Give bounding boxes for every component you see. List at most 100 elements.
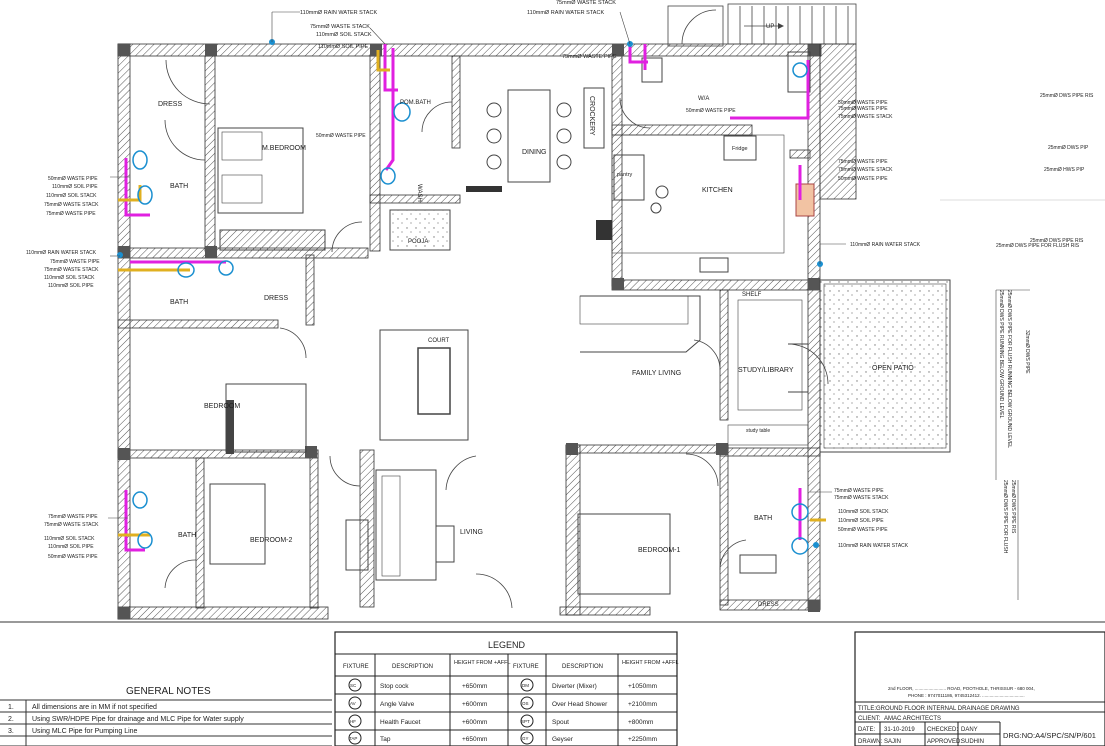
room-fridge: Fridge (732, 146, 748, 152)
legend-symbol: AV (350, 701, 356, 706)
date-value: 31-10-2019 (884, 727, 915, 733)
room-shelf: SHELF (742, 292, 762, 298)
room-labels: DRESS M.BEDROOM BATH POM.BATH WASH POOJA… (158, 96, 914, 608)
pipe-label: 75mmØ WASTE STACK (44, 202, 99, 208)
top-label-rain-stack-1: 110mmØ RAIN WATER STACK (300, 10, 377, 16)
dws-vertical-label: 25mmØ DWS PIPE FOR FLUSH RUNNING BELOW G… (1006, 290, 1012, 448)
room-pom-bath: POM.BATH (400, 100, 431, 106)
room-bath-3: BATH (178, 532, 196, 539)
pipe-label: 50mmØ WASTE PIPE (838, 527, 888, 533)
pipe-label: 110mmØ SOIL PIPE (48, 544, 94, 550)
legend-table: LEGEND FIXTURE DESCRIPTION HEIGHT FROM +… (334, 631, 679, 746)
legend-desc: Angle Valve (380, 701, 415, 708)
pipe-label: 75mmØ WASTE STACK (838, 167, 893, 173)
dws-label: 25mmØ DWS PIPE RIS (1030, 238, 1084, 244)
dws-vertical-label: 25mmØ DWS PIPE RUNNING BELOW GROUND LEVE… (998, 290, 1004, 419)
open-patio (819, 279, 951, 453)
pipe-labels-right: 50mmØ WASTE PIPE 75mmØ WASTE PIPE 75mmØ … (834, 100, 921, 549)
legend-desc: Stop cock (380, 683, 409, 690)
top-label-waste-pipe-1: 75mmØ WASTE PIPE (562, 54, 617, 60)
legend-height: +1050mm (628, 683, 657, 690)
dws-vertical-label: 25mmØ DWS PIPE RIS (1010, 480, 1016, 534)
client-label: CLIENT: (858, 716, 881, 722)
general-notes: GENERAL NOTES 1. All dimensions are in M… (0, 686, 332, 746)
pipe-label: 50mmØ WASTE PIPE (48, 176, 98, 182)
top-label-soil-pipe-1: 110mmØ SOIL PIPE (318, 44, 368, 50)
pipe-label: 75mmØ WASTE PIPE (46, 211, 96, 217)
legend-header: HEIGHT FROM +AFFL (622, 660, 679, 666)
legend-symbol: SPT (521, 719, 530, 724)
dws-label: 25mmØ HWS PIP (1044, 167, 1085, 173)
room-study-table: study table (746, 428, 770, 434)
pipe-label: 110mmØ SOIL STACK (838, 509, 889, 515)
pipe-label: 110mmØ RAIN WATER STACK (838, 543, 909, 549)
note-text: Using MLC Pipe for Pumping Line (32, 728, 138, 735)
legend-height: +650mm (462, 736, 487, 743)
legend-desc: Geyser (552, 736, 574, 743)
pipe-label: 50mmØ WASTE PIPE (48, 554, 98, 560)
note-number: 1. (8, 704, 14, 711)
note-number: 3. (8, 728, 14, 735)
dws-vertical-label: 32mmØ DWS PIPE (1024, 330, 1030, 374)
room-study-library: STUDY/LIBRARY (738, 367, 794, 374)
dws-label: 25mmØ DWS PIPE RIS (1040, 93, 1094, 99)
client-name: AMAC ARCHITECTS (884, 716, 941, 722)
outer-walls (117, 43, 822, 620)
legend-desc: Diverter (Mixer) (552, 683, 597, 690)
legend-symbol: TAP (349, 736, 357, 741)
stair-up-label: UP (766, 24, 774, 30)
pipe-label: 50mmØ WASTE PIPE (838, 100, 888, 106)
drawing-title: GROUND FLOOR INTERNAL DRAINAGE DRAWING (876, 706, 1020, 712)
drawn-label: DRAWN: (858, 739, 882, 745)
date-label: DATE: (858, 727, 876, 733)
legend-desc: Tap (380, 736, 391, 743)
room-bath-1: BATH (170, 183, 188, 190)
approved-value: SUDHIN (961, 739, 984, 745)
legend-height: +800mm (628, 719, 653, 726)
pipe-label: 75mmØ WASTE PIPE (838, 106, 888, 112)
checked-value: DANY (961, 727, 978, 733)
room-bedroom-2: BEDROOM-2 (250, 537, 293, 544)
pipe-label: 110mmØ SOIL PIPE (52, 184, 98, 190)
pipe-label: 110mmØ SOIL PIPE (48, 283, 94, 289)
room-dining: DINING (522, 149, 547, 156)
room-bedroom: BEDROOM (204, 403, 240, 410)
legend-symbol: GY (522, 736, 529, 741)
note-text: All dimensions are in MM if not specifie… (32, 704, 157, 711)
pipe-label: 110mmØ SOIL STACK (44, 536, 95, 542)
room-wa: W/A (698, 96, 709, 102)
top-label-rain-stack-2: 110mmØ RAIN WATER STACK (527, 10, 604, 16)
legend-height: +2100mm (628, 701, 657, 708)
pipe-label: 50mmØ WASTE PIPE (838, 176, 888, 182)
legend-desc: Health Faucet (380, 719, 421, 726)
room-dress-2: DRESS (264, 295, 288, 302)
legend-symbol: SC (350, 683, 357, 688)
pipe-label: 75mmØ WASTE PIPE (834, 488, 884, 494)
pipe-label: 110mmØ RAIN WATER STACK (26, 250, 97, 256)
checked-label: CHECKED: (927, 727, 958, 733)
legend-header: FIXTURE (343, 664, 369, 670)
room-open-patio: OPEN PATIO (872, 365, 914, 372)
legend-desc: Over Head Shower (552, 701, 608, 708)
title-block-phone: PHONE : 9747011186, 9745312412. ........… (908, 693, 1025, 698)
pipe-label: 75mmØ WASTE PIPE (48, 514, 98, 520)
room-bedroom-1: BEDROOM-1 (638, 547, 681, 554)
pipe-label: 75mmØ WASTE STACK (838, 114, 893, 120)
pipe-label: 75mmØ WASTE PIPE (838, 159, 888, 165)
pipe-label: 110mmØ SOIL PIPE (838, 518, 884, 524)
furniture (209, 51, 815, 595)
legend-symbol: OS (522, 701, 529, 706)
legend-height: +650mm (462, 683, 487, 690)
drawing-number: DRG:NO:A4/SPC/SN/P/601 (1003, 731, 1096, 740)
room-court: COURT (428, 338, 450, 344)
top-label-waste-stack-1: 75mmØ WASTE STACK (310, 24, 370, 30)
interior-walls (117, 55, 821, 616)
title-block: 2nd FLOOR, ......................... ROA… (854, 631, 1105, 746)
pipe-label: 110mmØ SOIL STACK (44, 275, 95, 281)
door-swings (164, 59, 829, 609)
pipe-label: 50mmØ WASTE PIPE (316, 133, 366, 139)
legend-height: +600mm (462, 701, 487, 708)
room-dress-1: DRESS (158, 101, 182, 108)
room-wash: WASH (416, 184, 422, 202)
